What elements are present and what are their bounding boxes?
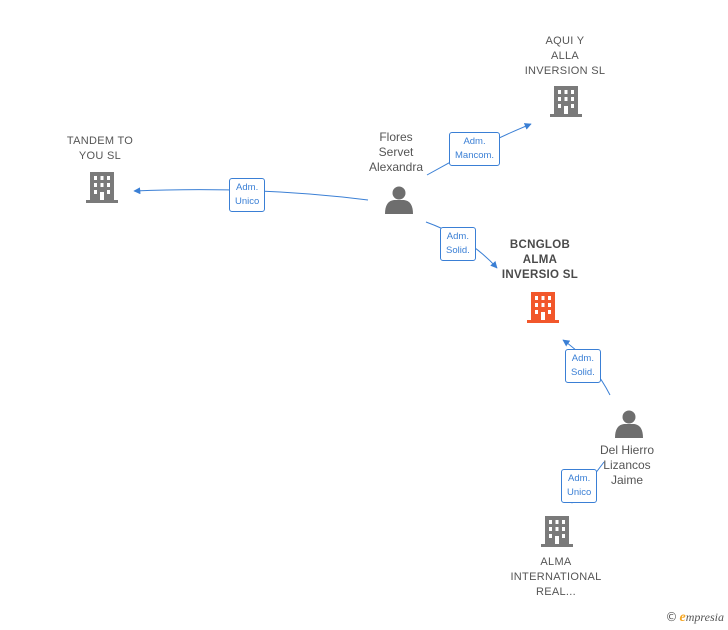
brand-initial: e (679, 610, 686, 625)
building-icon[interactable] (550, 86, 582, 117)
building-icon[interactable] (86, 172, 118, 203)
building-icon-focus[interactable] (527, 292, 559, 323)
person-icon[interactable] (615, 410, 643, 439)
node-label-aqui[interactable]: AQUI Y ALLA INVERSION SL (524, 35, 606, 77)
edge-label-delhierro-alma: Adm. Unico (561, 469, 598, 503)
brand-logo: ©empresia (666, 610, 724, 626)
node-label-alma-real[interactable]: ALMA INTERNATIONAL REAL... (510, 556, 602, 598)
node-label-flores[interactable]: Flores Servet Alexandra (368, 130, 424, 174)
building-icon[interactable] (541, 516, 573, 547)
node-label-tandem[interactable]: TANDEM TO YOU SL (66, 135, 134, 162)
edge-label-flores-tandem: Adm. Unico (229, 178, 266, 212)
edge-label-flores-bcnglob: Adm. Solid. (440, 227, 476, 261)
edge-label-delhierro-bcnglob: Adm. Solid. (565, 349, 601, 383)
edge-label-flores-aqui: Adm. Mancom. (449, 132, 501, 166)
node-label-bcnglob[interactable]: BCNGLOB ALMA INVERSIO SL (501, 239, 579, 281)
brand-name: mpresia (685, 610, 724, 624)
node-label-delhierro[interactable]: Del Hierro Lizancos Jaime (599, 443, 655, 487)
copyright-symbol: © (665, 610, 678, 624)
person-icon[interactable] (385, 186, 413, 215)
